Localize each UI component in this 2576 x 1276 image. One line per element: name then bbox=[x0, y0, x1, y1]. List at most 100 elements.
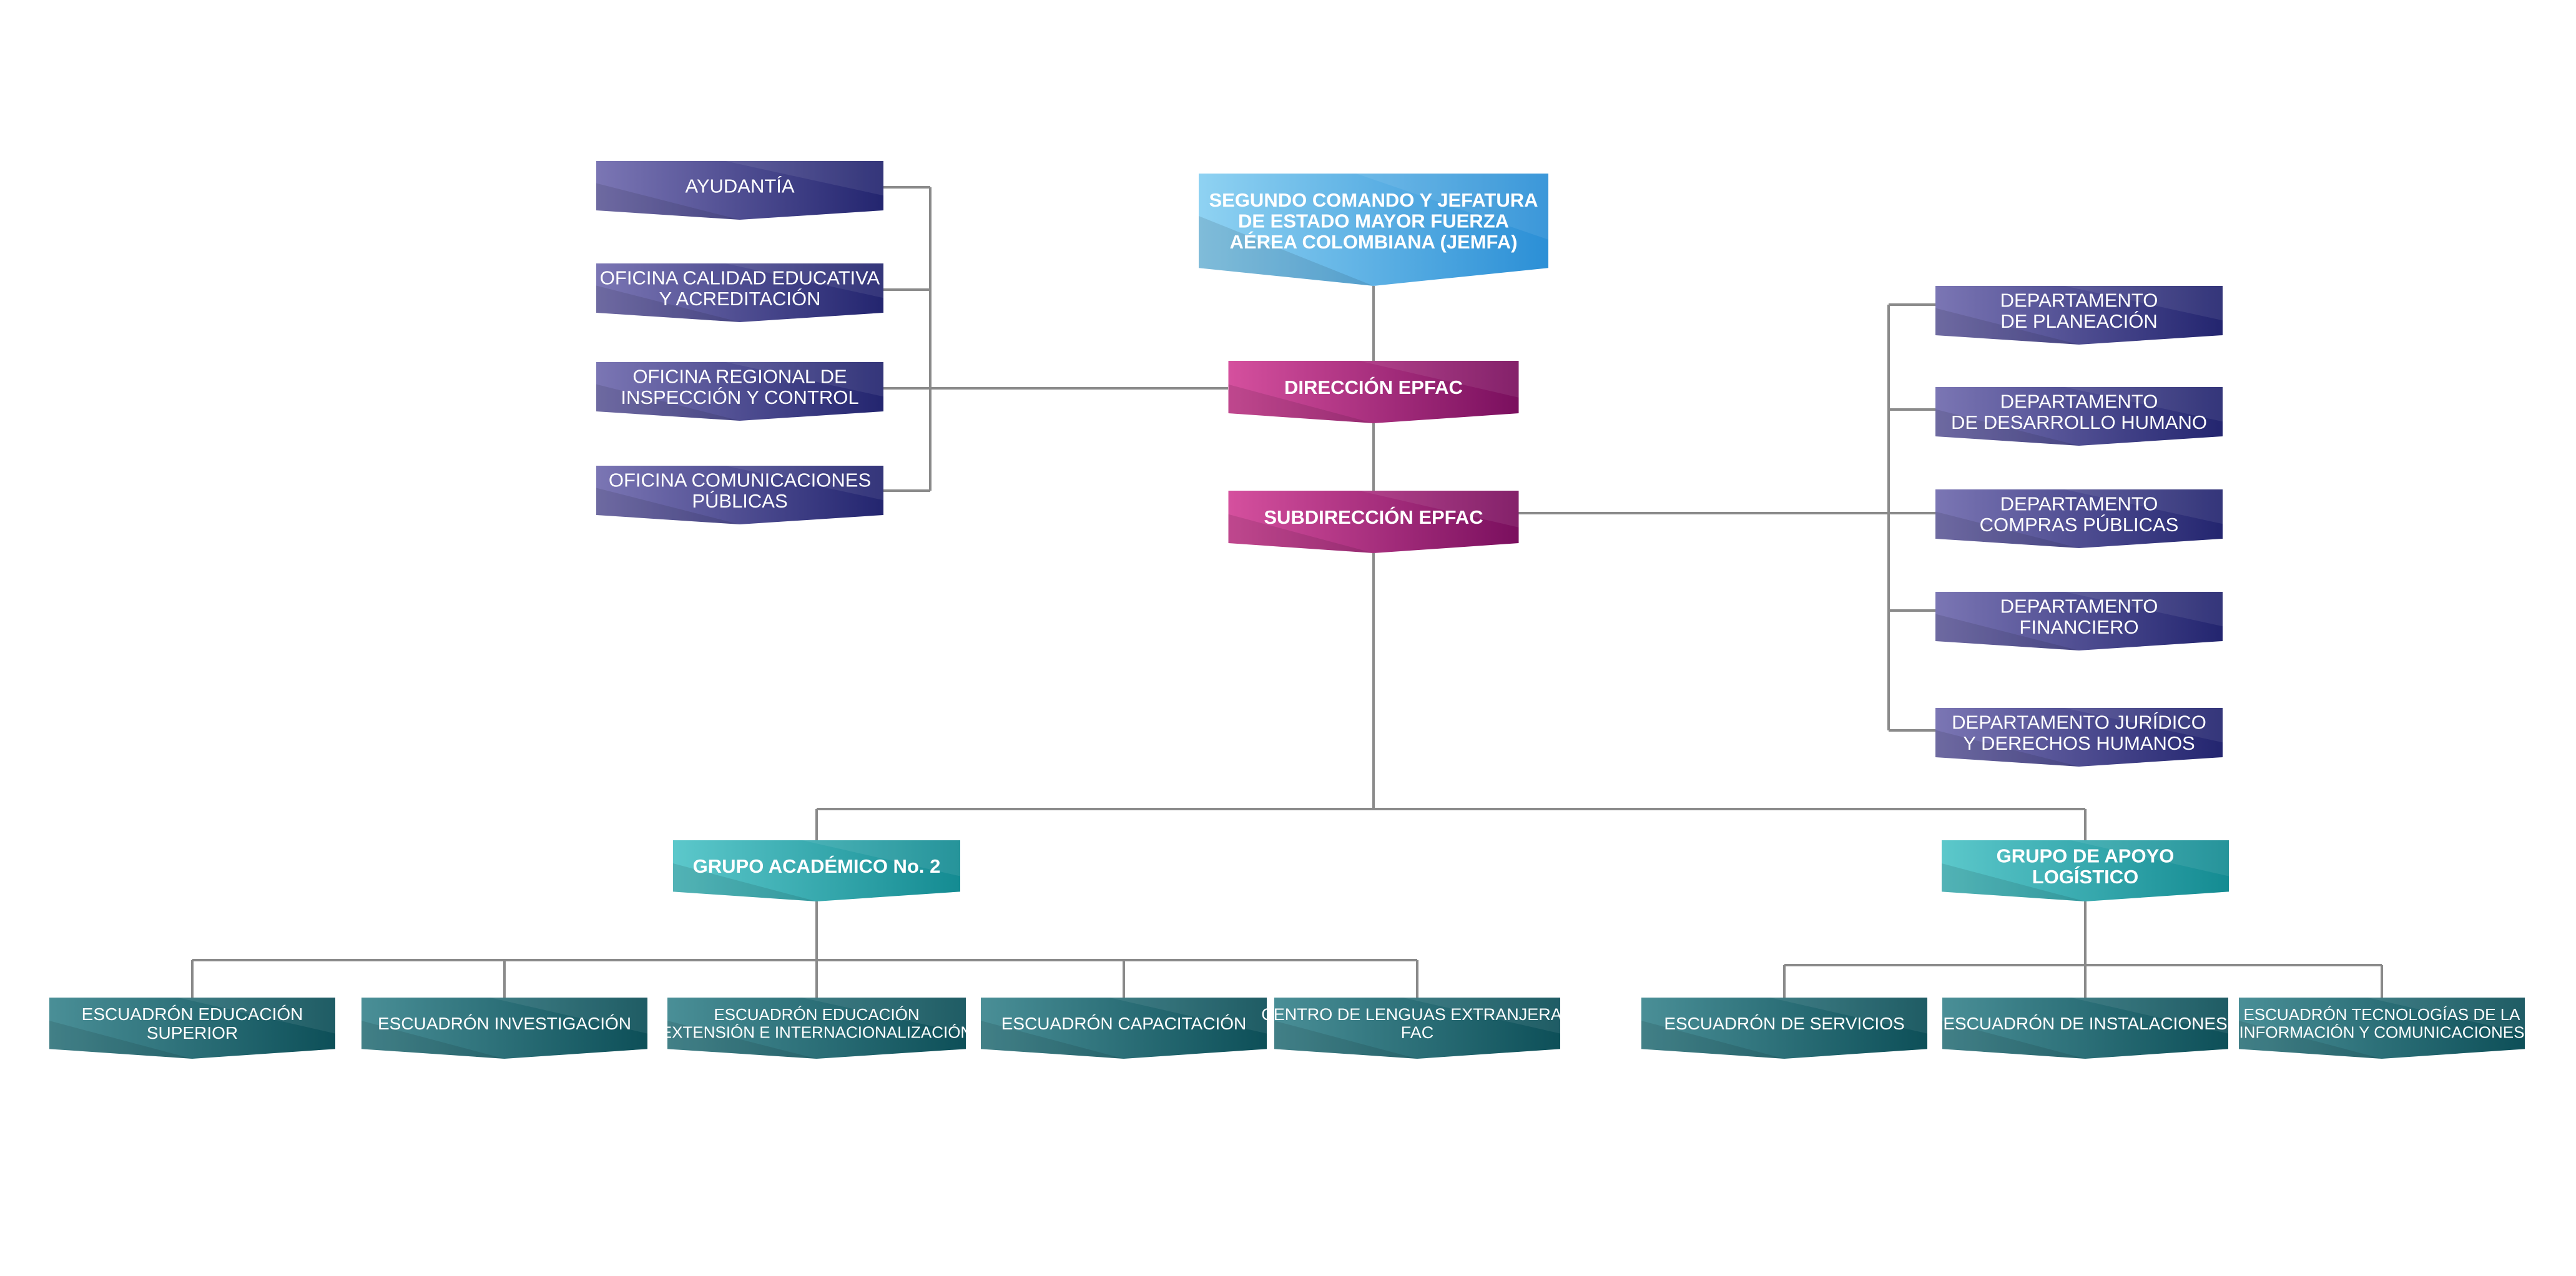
box-facet bbox=[2065, 387, 2223, 422]
box-label-line: DEPARTAMENTO bbox=[2000, 596, 2158, 617]
box-shape bbox=[1228, 491, 1519, 553]
box-label-line: EXTENSIÓN E INTERNACIONALIZACIÓN bbox=[661, 1023, 972, 1041]
box-label-line: ESCUADRÓN DE INSTALACIONES bbox=[1943, 1014, 2227, 1033]
box-label-line: COMPRAS PÚBLICAS bbox=[1980, 514, 2179, 536]
org-box-subdireccion: SUBDIRECCIÓN EPFAC bbox=[1228, 491, 1519, 553]
org-box-ayudantia: AYUDANTÍA bbox=[596, 161, 883, 220]
box-shape bbox=[1935, 592, 2223, 650]
box-facet bbox=[596, 183, 740, 220]
box-facet bbox=[1935, 614, 2079, 650]
box-label-line: ESCUADRÓN CAPACITACIÓN bbox=[1001, 1014, 1247, 1033]
box-shape bbox=[596, 161, 883, 220]
box-facet bbox=[1274, 1021, 1417, 1059]
box-facet bbox=[2071, 998, 2228, 1034]
box-label-line: DEPARTAMENTO JURÍDICO bbox=[1952, 712, 2206, 734]
box-label-line: ESCUADRÓN INVESTIGACIÓN bbox=[378, 1014, 631, 1033]
box-label-line: OFICINA REGIONAL DE bbox=[632, 366, 847, 388]
box-shape bbox=[49, 998, 335, 1059]
box-label-line: FINANCIERO bbox=[2019, 616, 2138, 638]
box-facet bbox=[178, 998, 335, 1034]
box-label-line: Y DERECHOS HUMANOS bbox=[1963, 732, 2195, 754]
box-label-line: OFICINA CALIDAD EDUCATIVA bbox=[600, 267, 880, 289]
connector-lines bbox=[191, 186, 2383, 998]
box-facet bbox=[2065, 708, 2223, 743]
box-facet bbox=[1935, 511, 2079, 548]
box-label-line: DE PLANEACIÓN bbox=[2000, 310, 2158, 332]
box-label-line: INSPECCIÓN Y CONTROL bbox=[621, 386, 858, 408]
box-label-line: DIRECCIÓN EPFAC bbox=[1284, 376, 1463, 398]
box-shape bbox=[1228, 361, 1519, 423]
box-label-line: ESCUADRÓN TECNOLOGÍAS DE LA bbox=[2243, 1005, 2520, 1024]
box-facet bbox=[667, 1021, 817, 1059]
box-facet bbox=[49, 1021, 192, 1059]
box-shape bbox=[596, 466, 883, 524]
box-facet bbox=[1228, 384, 1374, 423]
box-facet bbox=[1770, 998, 1927, 1034]
box-shape bbox=[1199, 174, 1548, 286]
box-shape bbox=[361, 998, 647, 1059]
box-shape bbox=[596, 362, 883, 421]
box-shape bbox=[1942, 998, 2228, 1059]
box-shape bbox=[1641, 998, 1927, 1059]
box-facet bbox=[725, 263, 883, 298]
box-label-line: CENTRO DE LENGUAS EXTRANJERAS bbox=[1261, 1005, 1573, 1024]
box-facet bbox=[1942, 863, 2085, 901]
box-label-line: DEPARTAMENTO bbox=[2000, 290, 2158, 312]
box-label-line: DEPARTAMENTO bbox=[2000, 391, 2158, 413]
box-shape bbox=[1935, 387, 2223, 446]
box-shape bbox=[596, 263, 883, 322]
box-facet bbox=[802, 998, 966, 1034]
org-box-esc-investigacion: ESCUADRÓN INVESTIGACIÓN bbox=[361, 998, 647, 1059]
box-facet bbox=[490, 998, 647, 1034]
box-facet bbox=[2239, 1021, 2382, 1059]
box-facet bbox=[1942, 1021, 2085, 1059]
box-facet bbox=[725, 466, 883, 501]
box-facet bbox=[725, 161, 883, 196]
box-facet bbox=[1935, 730, 2079, 767]
box-label-line: OFICINA COMUNICACIONES bbox=[609, 469, 871, 491]
box-label-line: GRUPO ACADÉMICO No. 2 bbox=[693, 855, 941, 877]
box-shape bbox=[1942, 840, 2229, 901]
box-shape bbox=[1935, 708, 2223, 767]
box-facet bbox=[673, 863, 817, 901]
box-label-line: AÉREA COLOMBIANA (JEMFA) bbox=[1230, 231, 1518, 253]
box-label-line: ESCUADRÓN EDUCACIÓN bbox=[82, 1004, 303, 1024]
box-facet bbox=[1935, 409, 2079, 446]
box-facet bbox=[596, 384, 740, 421]
box-shape bbox=[981, 998, 1267, 1059]
box-label-line: SEGUNDO COMANDO Y JEFATURA bbox=[1209, 189, 1538, 211]
box-facet bbox=[2065, 489, 2223, 524]
box-facet bbox=[802, 840, 960, 876]
box-shape bbox=[1935, 286, 2223, 345]
box-label-line: Y ACREDITACIÓN bbox=[659, 288, 821, 310]
org-box-direccion: DIRECCIÓN EPFAC bbox=[1228, 361, 1519, 423]
box-label-line: SUPERIOR bbox=[147, 1023, 238, 1043]
box-label-line: ESCUADRÓN EDUCACIÓN bbox=[714, 1005, 919, 1024]
box-shape bbox=[673, 840, 960, 901]
box-label-line: SUBDIRECCIÓN EPFAC bbox=[1264, 506, 1483, 528]
box-facet bbox=[981, 1021, 1124, 1059]
box-label-line: DE ESTADO MAYOR FUERZA bbox=[1238, 210, 1509, 232]
box-facet bbox=[2065, 592, 2223, 627]
box-facet bbox=[1403, 998, 1560, 1034]
box-facet bbox=[2071, 840, 2229, 876]
box-facet bbox=[596, 285, 740, 322]
org-box-esc-instalaciones: ESCUADRÓN DE INSTALACIONES bbox=[1942, 998, 2228, 1059]
box-facet bbox=[596, 488, 740, 524]
box-label-line: LOGÍSTICO bbox=[2032, 866, 2139, 888]
box-label-line: GRUPO DE APOYO bbox=[1997, 845, 2175, 866]
box-facet bbox=[2065, 286, 2223, 321]
